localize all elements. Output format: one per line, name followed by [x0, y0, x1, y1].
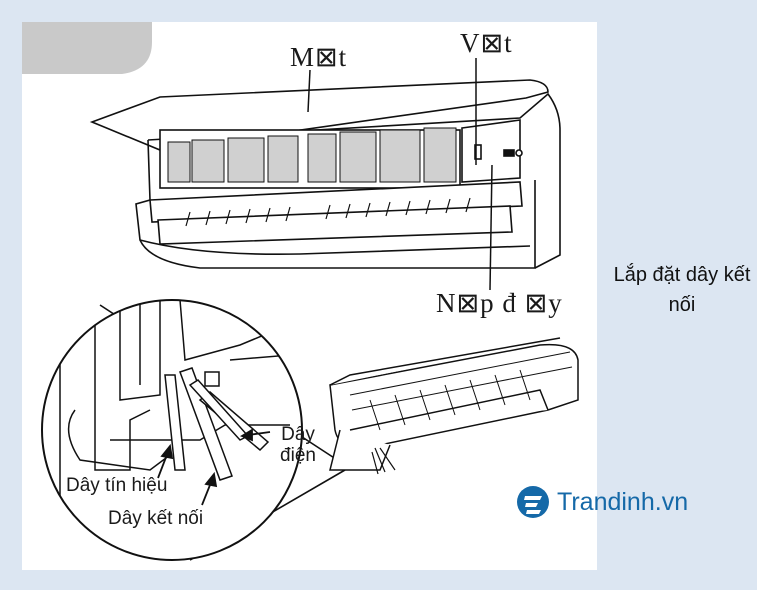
leader-lines	[307, 58, 493, 291]
cable-signal	[164, 374, 186, 471]
louver-slats	[185, 197, 471, 227]
brand-logo-icon	[517, 486, 549, 518]
filter-grilles	[167, 127, 457, 183]
label-day-tin-hieu: Dây tín hiệu	[66, 475, 168, 496]
label-vat: V⊠t	[460, 28, 513, 58]
label-day-dien: Dây điện	[268, 424, 328, 466]
cable-connect	[179, 367, 233, 481]
corner-tab	[22, 22, 152, 74]
label-day-dien-text: Dây điện	[280, 424, 316, 466]
side-caption: Lắp đặt dây kết nối	[613, 264, 751, 316]
indoor-unit-open	[89, 79, 561, 269]
label-day-ket-noi: Dây kết nối	[108, 508, 204, 529]
label-mat: M⊠t	[290, 42, 348, 72]
brand-name: Trandinh.vn	[557, 487, 689, 516]
indoor-unit-small	[329, 337, 579, 475]
brand: Trandinh.vn	[515, 484, 688, 520]
label-nap-day: N⊠p đ ⊠y	[436, 288, 563, 318]
detail-circle	[41, 299, 303, 561]
